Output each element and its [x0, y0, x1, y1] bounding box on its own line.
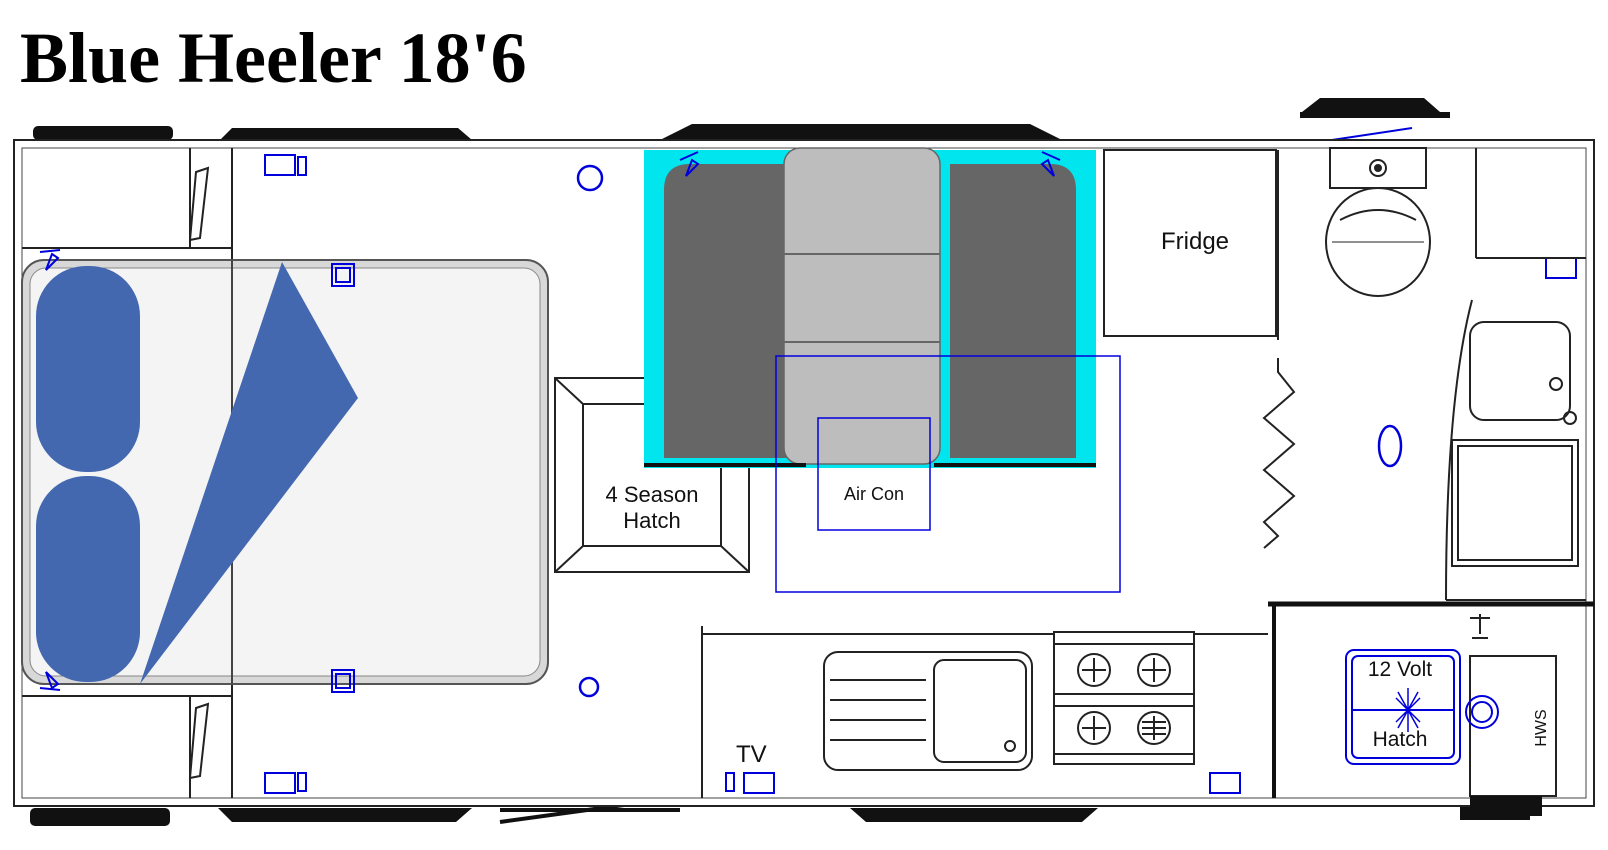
hws-label: HWS — [1533, 709, 1550, 746]
dinette — [644, 147, 1096, 468]
pillow-top — [36, 266, 140, 472]
sink — [823, 651, 1033, 771]
top-awning-bars — [33, 98, 1450, 140]
volt-hatch-label-line2: Hatch — [1373, 728, 1428, 751]
rear-storage — [1268, 601, 1594, 798]
twelve-volt-hatch — [1345, 649, 1461, 765]
air-con-outer — [775, 355, 1121, 593]
cooktop — [1053, 631, 1195, 765]
hatch-label-line1: 4 Season — [606, 482, 699, 507]
fridge-label: Fridge — [1161, 228, 1229, 255]
reading-light-icon — [679, 151, 1061, 177]
front-wardrobes — [22, 148, 233, 798]
air-con-label: Air Con — [844, 484, 904, 504]
fridge — [1103, 149, 1277, 337]
air-con-unit — [817, 417, 931, 531]
tv-label: TV — [736, 741, 767, 768]
bathroom-door — [1262, 358, 1296, 549]
shower-cubicle — [1445, 148, 1586, 601]
tap-icon — [1470, 614, 1490, 639]
hot-water-system — [1469, 655, 1557, 797]
toilet — [1325, 147, 1431, 297]
reading-light-icon — [39, 249, 61, 691]
pillow-bottom — [36, 476, 140, 682]
bed-lift-triangle — [140, 262, 358, 684]
hatch-label-line2: Hatch — [623, 508, 680, 533]
volt-hatch-label-line1: 12 Volt — [1368, 658, 1432, 681]
ceiling-light-icon — [576, 164, 1403, 698]
page-title: Blue Heeler 18'6 — [20, 18, 527, 98]
